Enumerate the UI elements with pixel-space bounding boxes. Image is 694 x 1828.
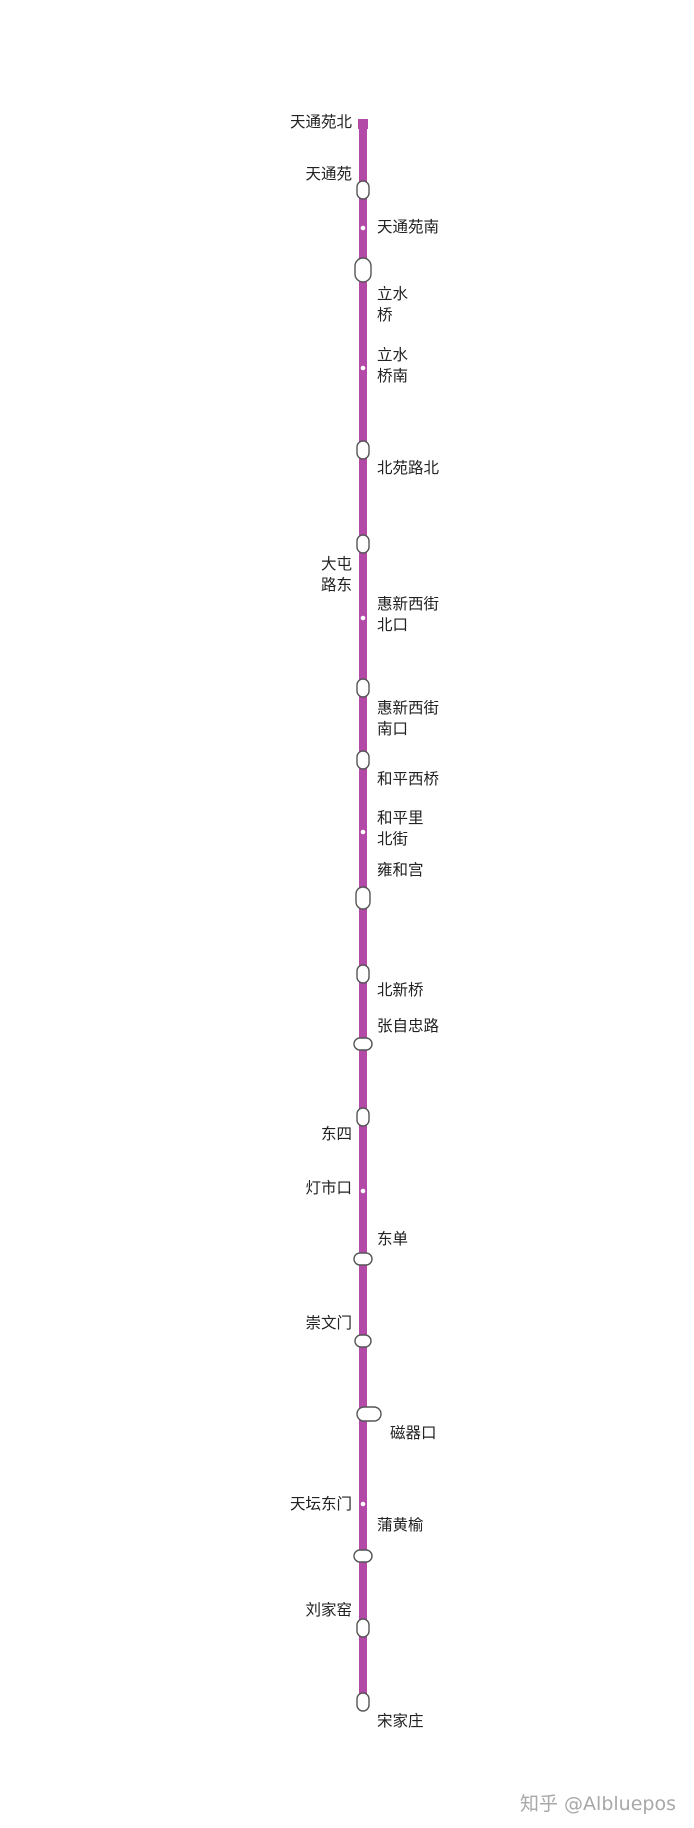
station-label-12: 北新桥	[377, 981, 424, 999]
station-label-6: 大屯 路东	[320, 555, 352, 594]
station-marker-3	[354, 257, 372, 283]
station-marker-17	[354, 1334, 372, 1348]
station-label-10: 和平里 北街	[377, 809, 424, 848]
station-label-13: 张自忠路	[377, 1017, 440, 1035]
station-marker-7	[360, 615, 366, 621]
station-label-18: 磁器口	[390, 1424, 437, 1442]
station-marker-15	[360, 1188, 366, 1194]
station-markers	[353, 119, 382, 1712]
station-marker-4	[360, 365, 366, 371]
station-label-1: 天通苑	[305, 165, 352, 183]
station-marker-8	[356, 678, 370, 698]
station-label-0: 天通苑北	[289, 113, 352, 131]
station-marker-14	[356, 1107, 370, 1127]
station-marker-21	[356, 1618, 370, 1638]
station-marker-22	[356, 1692, 370, 1712]
station-label-14: 东四	[320, 1125, 352, 1143]
watermark: 知乎 @Albluepos	[520, 1793, 676, 1815]
station-label-11: 雍和宫	[377, 861, 424, 879]
station-marker-0	[358, 119, 368, 129]
station-marker-20	[353, 1549, 373, 1563]
station-label-19: 天坛东门	[289, 1495, 352, 1513]
station-marker-10	[360, 829, 366, 835]
station-marker-12	[356, 964, 370, 984]
station-label-5: 北苑路北	[377, 459, 440, 477]
station-marker-19	[360, 1501, 366, 1507]
station-label-3: 立水 桥	[377, 285, 409, 324]
station-marker-6	[356, 534, 370, 554]
station-marker-9	[356, 750, 370, 770]
station-marker-11	[355, 886, 371, 910]
station-marker-1	[356, 180, 370, 200]
line-5-track	[359, 124, 367, 1705]
station-marker-16	[353, 1252, 373, 1266]
station-label-20: 蒲黄榆	[377, 1516, 424, 1534]
station-label-15: 灯市口	[305, 1179, 352, 1197]
station-marker-5	[356, 440, 370, 460]
station-label-9: 和平西桥	[377, 770, 440, 788]
station-label-4: 立水 桥南	[377, 346, 409, 385]
station-label-8: 惠新西街 南口	[377, 699, 440, 738]
station-label-7: 惠新西街 北口	[377, 595, 440, 634]
station-marker-18	[356, 1406, 382, 1422]
station-label-17: 崇文门	[305, 1314, 352, 1332]
station-label-22: 宋家庄	[377, 1712, 424, 1730]
station-marker-13	[353, 1037, 373, 1051]
station-label-16: 东单	[377, 1230, 409, 1248]
station-label-21: 刘家窑	[305, 1601, 352, 1619]
station-label-2: 天通苑南	[377, 218, 440, 236]
station-marker-2	[360, 225, 366, 231]
